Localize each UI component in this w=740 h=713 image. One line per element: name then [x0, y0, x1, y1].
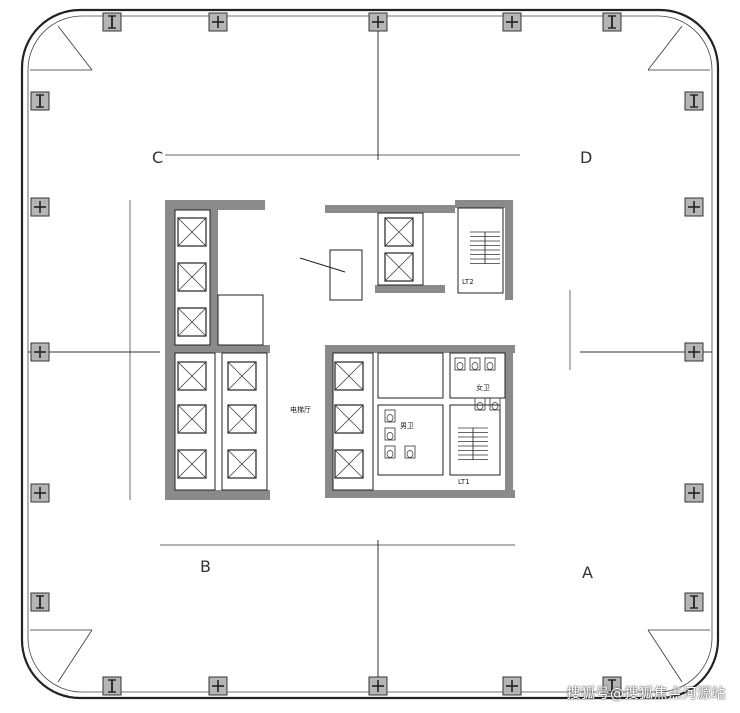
label-male-toilet: 男卫: [400, 422, 414, 430]
elevator-car: [177, 262, 207, 292]
building-inner-outline: [27, 15, 713, 693]
zone-label-b: B: [200, 557, 211, 576]
stair-flight: [458, 427, 488, 460]
zone-label-a: A: [582, 563, 593, 582]
toilet-fixture: [384, 409, 396, 423]
column-marker: [684, 342, 704, 362]
column-marker: [30, 342, 50, 362]
zone-label-c: C: [152, 148, 163, 167]
elevator-shafts: [177, 217, 414, 479]
elevator-car: [227, 361, 257, 391]
toilet-fixture: [384, 427, 396, 441]
column-marker: [602, 12, 622, 32]
column-marker: [684, 91, 704, 111]
room-outlines: [174, 207, 506, 491]
elevator-car: [334, 404, 364, 434]
column-marker: [208, 12, 228, 32]
label-elevator-lobby: 电梯厅: [290, 405, 311, 414]
column-marker: [684, 483, 704, 503]
label-female-toilet: 女卫: [476, 383, 490, 392]
column-marker: [102, 676, 122, 696]
column-marker: [102, 12, 122, 32]
stair-treads: [458, 231, 500, 460]
elevator-car: [177, 449, 207, 479]
column-marker: [208, 676, 228, 696]
core-walls: [165, 200, 515, 500]
elevator-car: [177, 217, 207, 247]
elevator-car: [384, 252, 414, 282]
toilet-fixture: [384, 445, 396, 459]
column-marker: [602, 676, 622, 696]
core-dimension-lines: [129, 154, 571, 546]
elevator-car: [227, 404, 257, 434]
elevator-car: [177, 307, 207, 337]
elevator-car: [334, 361, 364, 391]
label-stair-2: LT2: [462, 278, 474, 286]
toilet-fixture: [484, 357, 496, 371]
toilet-fixture: [474, 397, 486, 411]
label-stair-1: LT1: [458, 478, 470, 486]
toilet-fixture: [454, 357, 466, 371]
toilet-fixture: [469, 357, 481, 371]
column-marker: [30, 197, 50, 217]
elevator-car: [227, 449, 257, 479]
elevator-car: [334, 449, 364, 479]
column-marker: [368, 12, 388, 32]
column-marker: [30, 592, 50, 612]
watermark: 搜狐号@搜狐焦点河源站: [566, 686, 726, 702]
column-marker: [368, 676, 388, 696]
column-marker: [502, 12, 522, 32]
elevator-car: [177, 404, 207, 434]
column-marker: [684, 197, 704, 217]
column-marker: [502, 676, 522, 696]
zone-label-d: D: [580, 148, 592, 167]
corner-dimensions: [30, 25, 710, 683]
toilet-fixture: [404, 445, 416, 459]
column-marker: [684, 592, 704, 612]
toilet-fixtures: [384, 357, 501, 459]
column-marker: [30, 483, 50, 503]
elevator-car: [177, 361, 207, 391]
toilet-fixture: [489, 397, 501, 411]
elevator-car: [384, 217, 414, 247]
column-marker: [30, 91, 50, 111]
stair-flight: [470, 231, 500, 264]
building-outline: [20, 8, 720, 700]
perimeter-columns: [30, 12, 704, 696]
